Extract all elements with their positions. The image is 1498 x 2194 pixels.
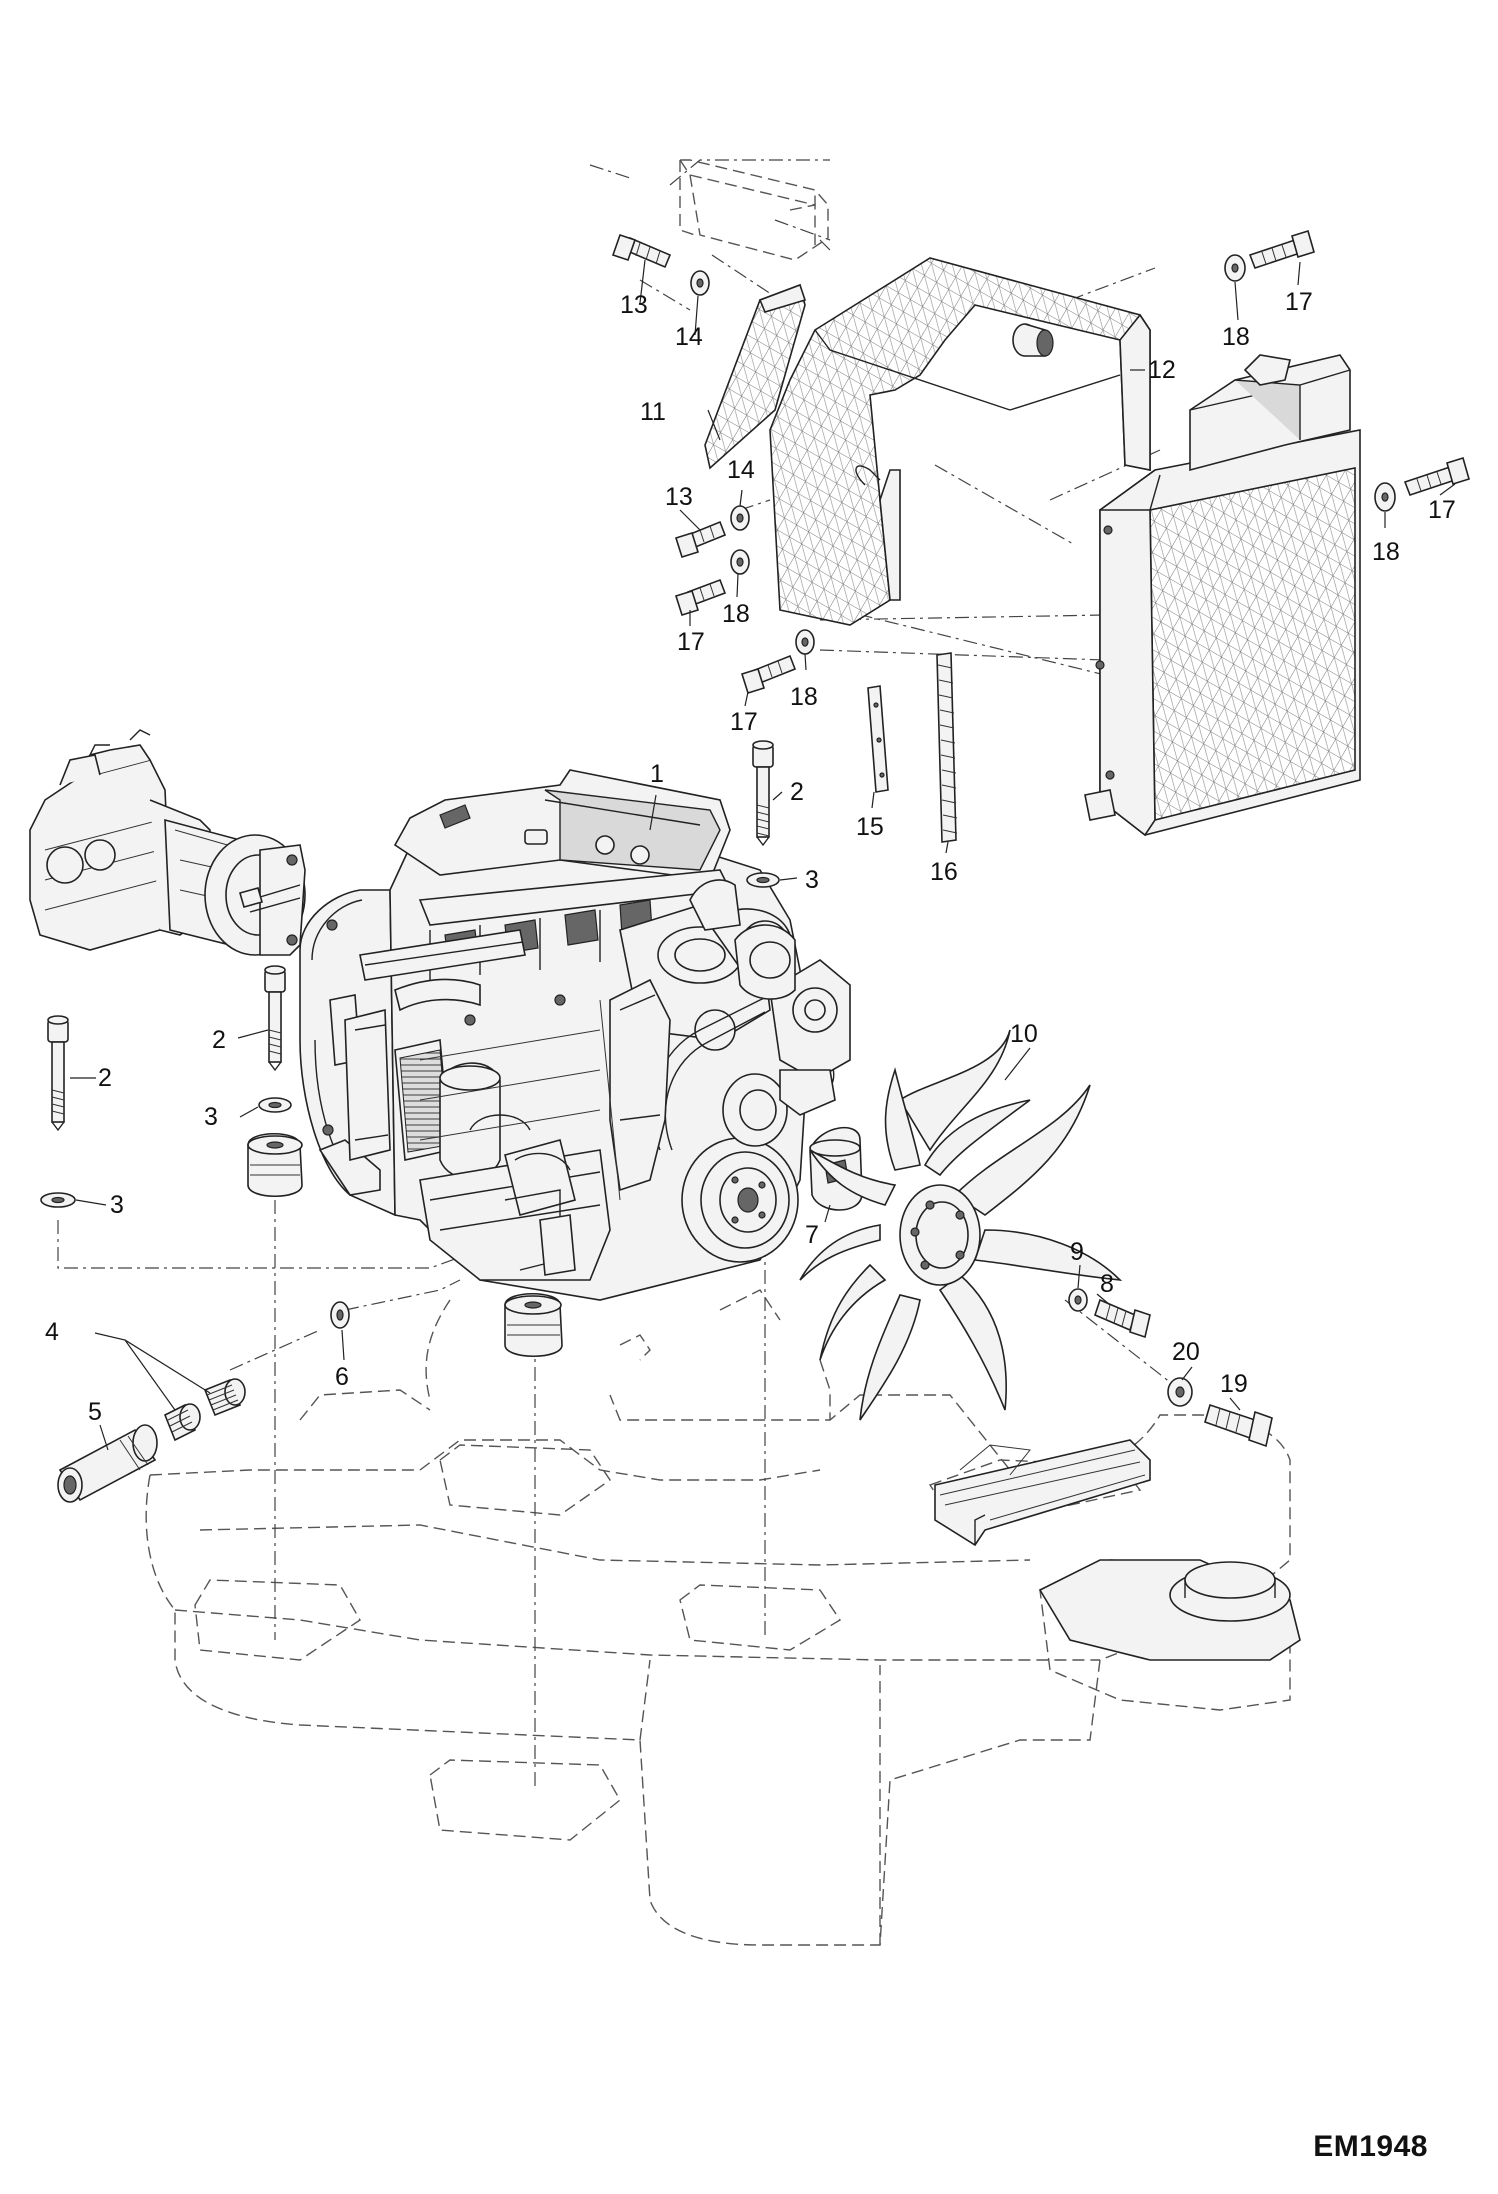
callout-7: 7 — [805, 1221, 819, 1249]
callout-18-right: 18 — [1372, 538, 1400, 566]
swing-boss — [1038, 1559, 1301, 1661]
callout-12: 12 — [1148, 356, 1176, 384]
callout-15: 15 — [856, 813, 884, 841]
callout-3-top: 3 — [805, 866, 819, 894]
callout-10: 10 — [1010, 1020, 1038, 1048]
leader-lines — [70, 259, 1456, 1451]
callout-18-top-right: 18 — [1222, 323, 1250, 351]
callout-14-middle: 14 — [727, 456, 755, 484]
guard-plate — [934, 1439, 1151, 1547]
washer-18-middle — [730, 549, 750, 575]
bolt-17-top-right — [1248, 229, 1315, 270]
callout-14-top: 14 — [675, 323, 703, 351]
callout-16: 16 — [930, 858, 958, 886]
bolt-13-top — [611, 233, 672, 269]
callout-2-middle: 2 — [212, 1026, 226, 1054]
bolt-2-left — [40, 1015, 76, 1208]
bolt-19 — [1204, 1403, 1273, 1448]
callout-9: 9 — [1070, 1238, 1084, 1266]
callout-1: 1 — [650, 760, 664, 788]
washer-20 — [1167, 1377, 1193, 1407]
callout-2-left: 2 — [98, 1064, 112, 1092]
callout-13-top: 13 — [620, 291, 648, 319]
callout-5: 5 — [88, 1398, 102, 1426]
engine — [299, 769, 851, 1301]
bolt-13-middle — [674, 520, 727, 559]
isolator-left — [247, 1132, 303, 1198]
callout-4: 4 — [45, 1318, 59, 1346]
callout-18-lower: 18 — [790, 683, 818, 711]
isolator-front — [504, 1292, 563, 1358]
washer-18-top-right — [1224, 254, 1246, 282]
callout-20: 20 — [1172, 1338, 1200, 1366]
washer-9 — [1068, 1288, 1088, 1312]
fan-shroud — [769, 257, 1151, 626]
bolt-2-middle — [258, 965, 292, 1113]
washer-14-top — [690, 270, 710, 296]
callout-17-lower: 17 — [730, 708, 758, 736]
cooling-fan — [799, 1029, 1123, 1421]
drawing-id: EM1948 — [1313, 2130, 1428, 2163]
callouts: 1 2 2 2 3 3 3 4 5 6 7 8 9 10 11 12 13 13… — [45, 288, 1456, 1426]
callout-17-right: 17 — [1428, 496, 1456, 524]
callout-3-middle: 3 — [204, 1103, 218, 1131]
side-shield — [704, 283, 807, 470]
callout-17-top-right: 17 — [1285, 288, 1313, 316]
bolt-17-middle — [674, 578, 727, 617]
upper-bracket-phantom — [678, 159, 829, 261]
bolt-17-lower — [740, 654, 797, 695]
washer-18-right — [1374, 482, 1396, 512]
seal-strip-15 — [867, 685, 889, 793]
radiator — [1084, 354, 1361, 837]
callout-13-middle: 13 — [665, 483, 693, 511]
callout-19: 19 — [1220, 1370, 1248, 1398]
callout-2-top: 2 — [790, 778, 804, 806]
callout-17-middle: 17 — [677, 628, 705, 656]
seal-strip-16 — [936, 652, 958, 843]
callout-11: 11 — [640, 398, 666, 426]
callout-6: 6 — [335, 1363, 349, 1391]
callout-18-middle: 18 — [722, 600, 750, 628]
bolt-17-right — [1403, 456, 1470, 497]
callout-3-left: 3 — [110, 1191, 124, 1219]
callout-8: 8 — [1100, 1270, 1114, 1298]
washer-14-middle — [730, 505, 750, 531]
coupling-5 — [57, 1424, 158, 1503]
washer-18-lower — [795, 629, 815, 655]
bolt-8 — [1094, 1298, 1151, 1339]
bolt-2-top — [746, 740, 780, 888]
washer-6 — [330, 1301, 350, 1329]
hydraulic-pump — [29, 729, 361, 956]
coupling-4 — [163, 1378, 246, 1442]
